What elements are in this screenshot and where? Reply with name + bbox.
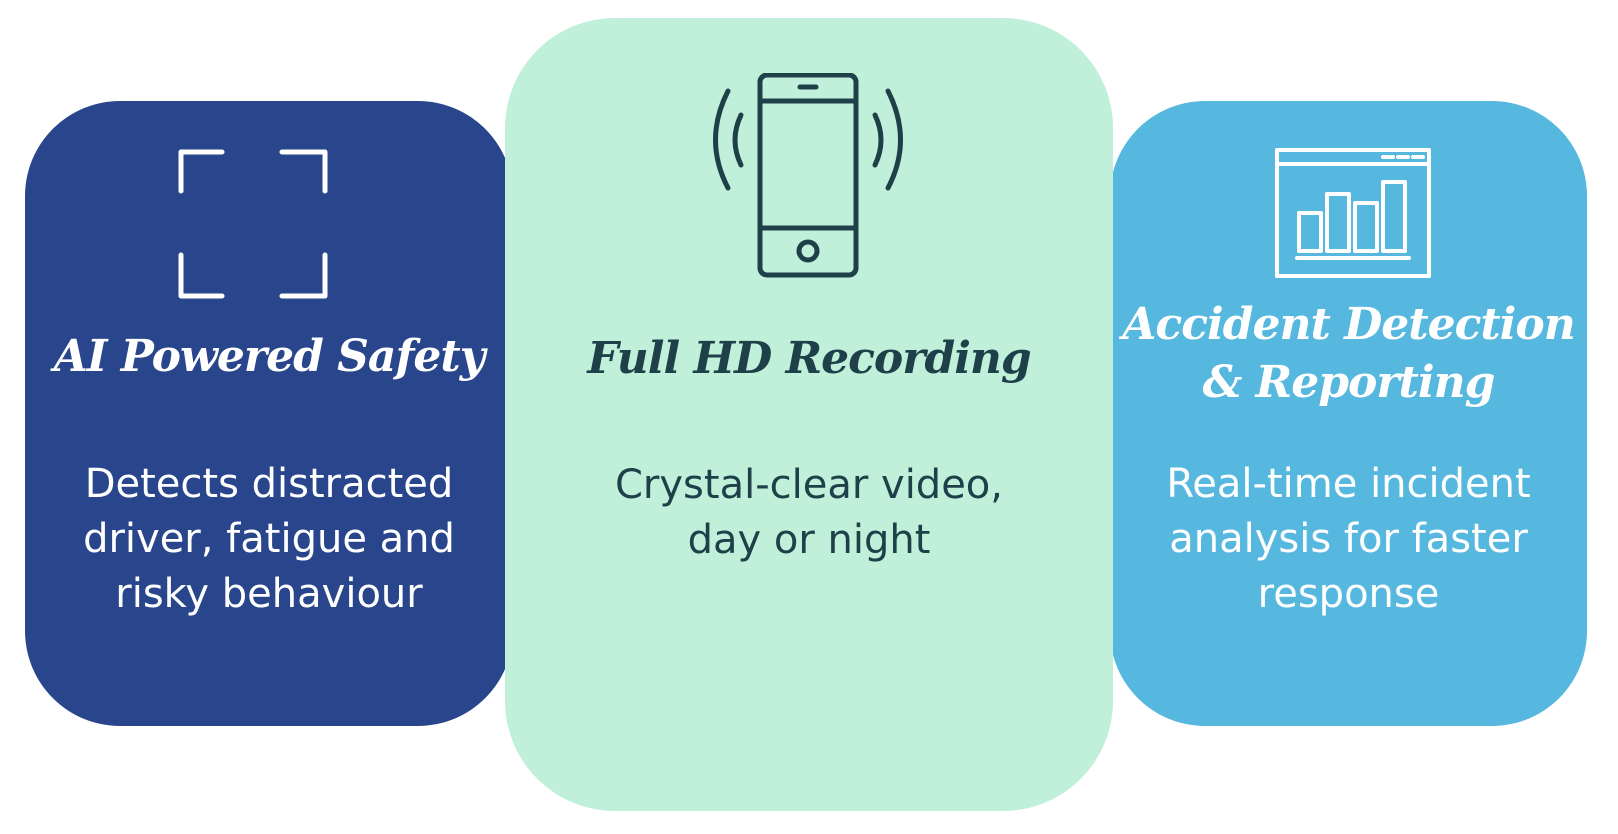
description-line: driver, fatigue and — [83, 516, 455, 562]
analytics-dashboard-icon — [1275, 148, 1431, 278]
card-description: Crystal-clear video, day or night — [505, 458, 1113, 568]
card-description: Real-time incident analysis for faster r… — [1110, 457, 1587, 622]
description-line: response — [1257, 571, 1440, 617]
feature-card-accident-detection: Accident Detection & Reporting Real-time… — [1110, 101, 1587, 726]
description-line: day or night — [687, 517, 931, 563]
description-line: analysis for faster — [1169, 516, 1528, 562]
description-line: Real-time incident — [1166, 461, 1531, 507]
title-line: Accident Detection — [1122, 299, 1575, 350]
card-title: Full HD Recording — [587, 333, 1031, 384]
description-line: Crystal-clear video, — [615, 462, 1003, 508]
feature-card-full-hd: Full HD Recording Crystal-clear video, d… — [505, 18, 1113, 811]
description-line: risky behaviour — [115, 571, 423, 617]
focus-frame-icon — [178, 149, 328, 299]
card-title: Accident Detection & Reporting — [1110, 296, 1587, 412]
description-line: Detects distracted — [84, 461, 454, 507]
card-title: AI Powered Safety — [53, 331, 486, 382]
feature-card-ai-safety: AI Powered Safety Detects distracted dri… — [25, 101, 513, 726]
vibrating-phone-icon — [713, 73, 903, 278]
title-line: & Reporting — [1202, 357, 1496, 408]
card-description: Detects distracted driver, fatigue and r… — [25, 457, 513, 622]
